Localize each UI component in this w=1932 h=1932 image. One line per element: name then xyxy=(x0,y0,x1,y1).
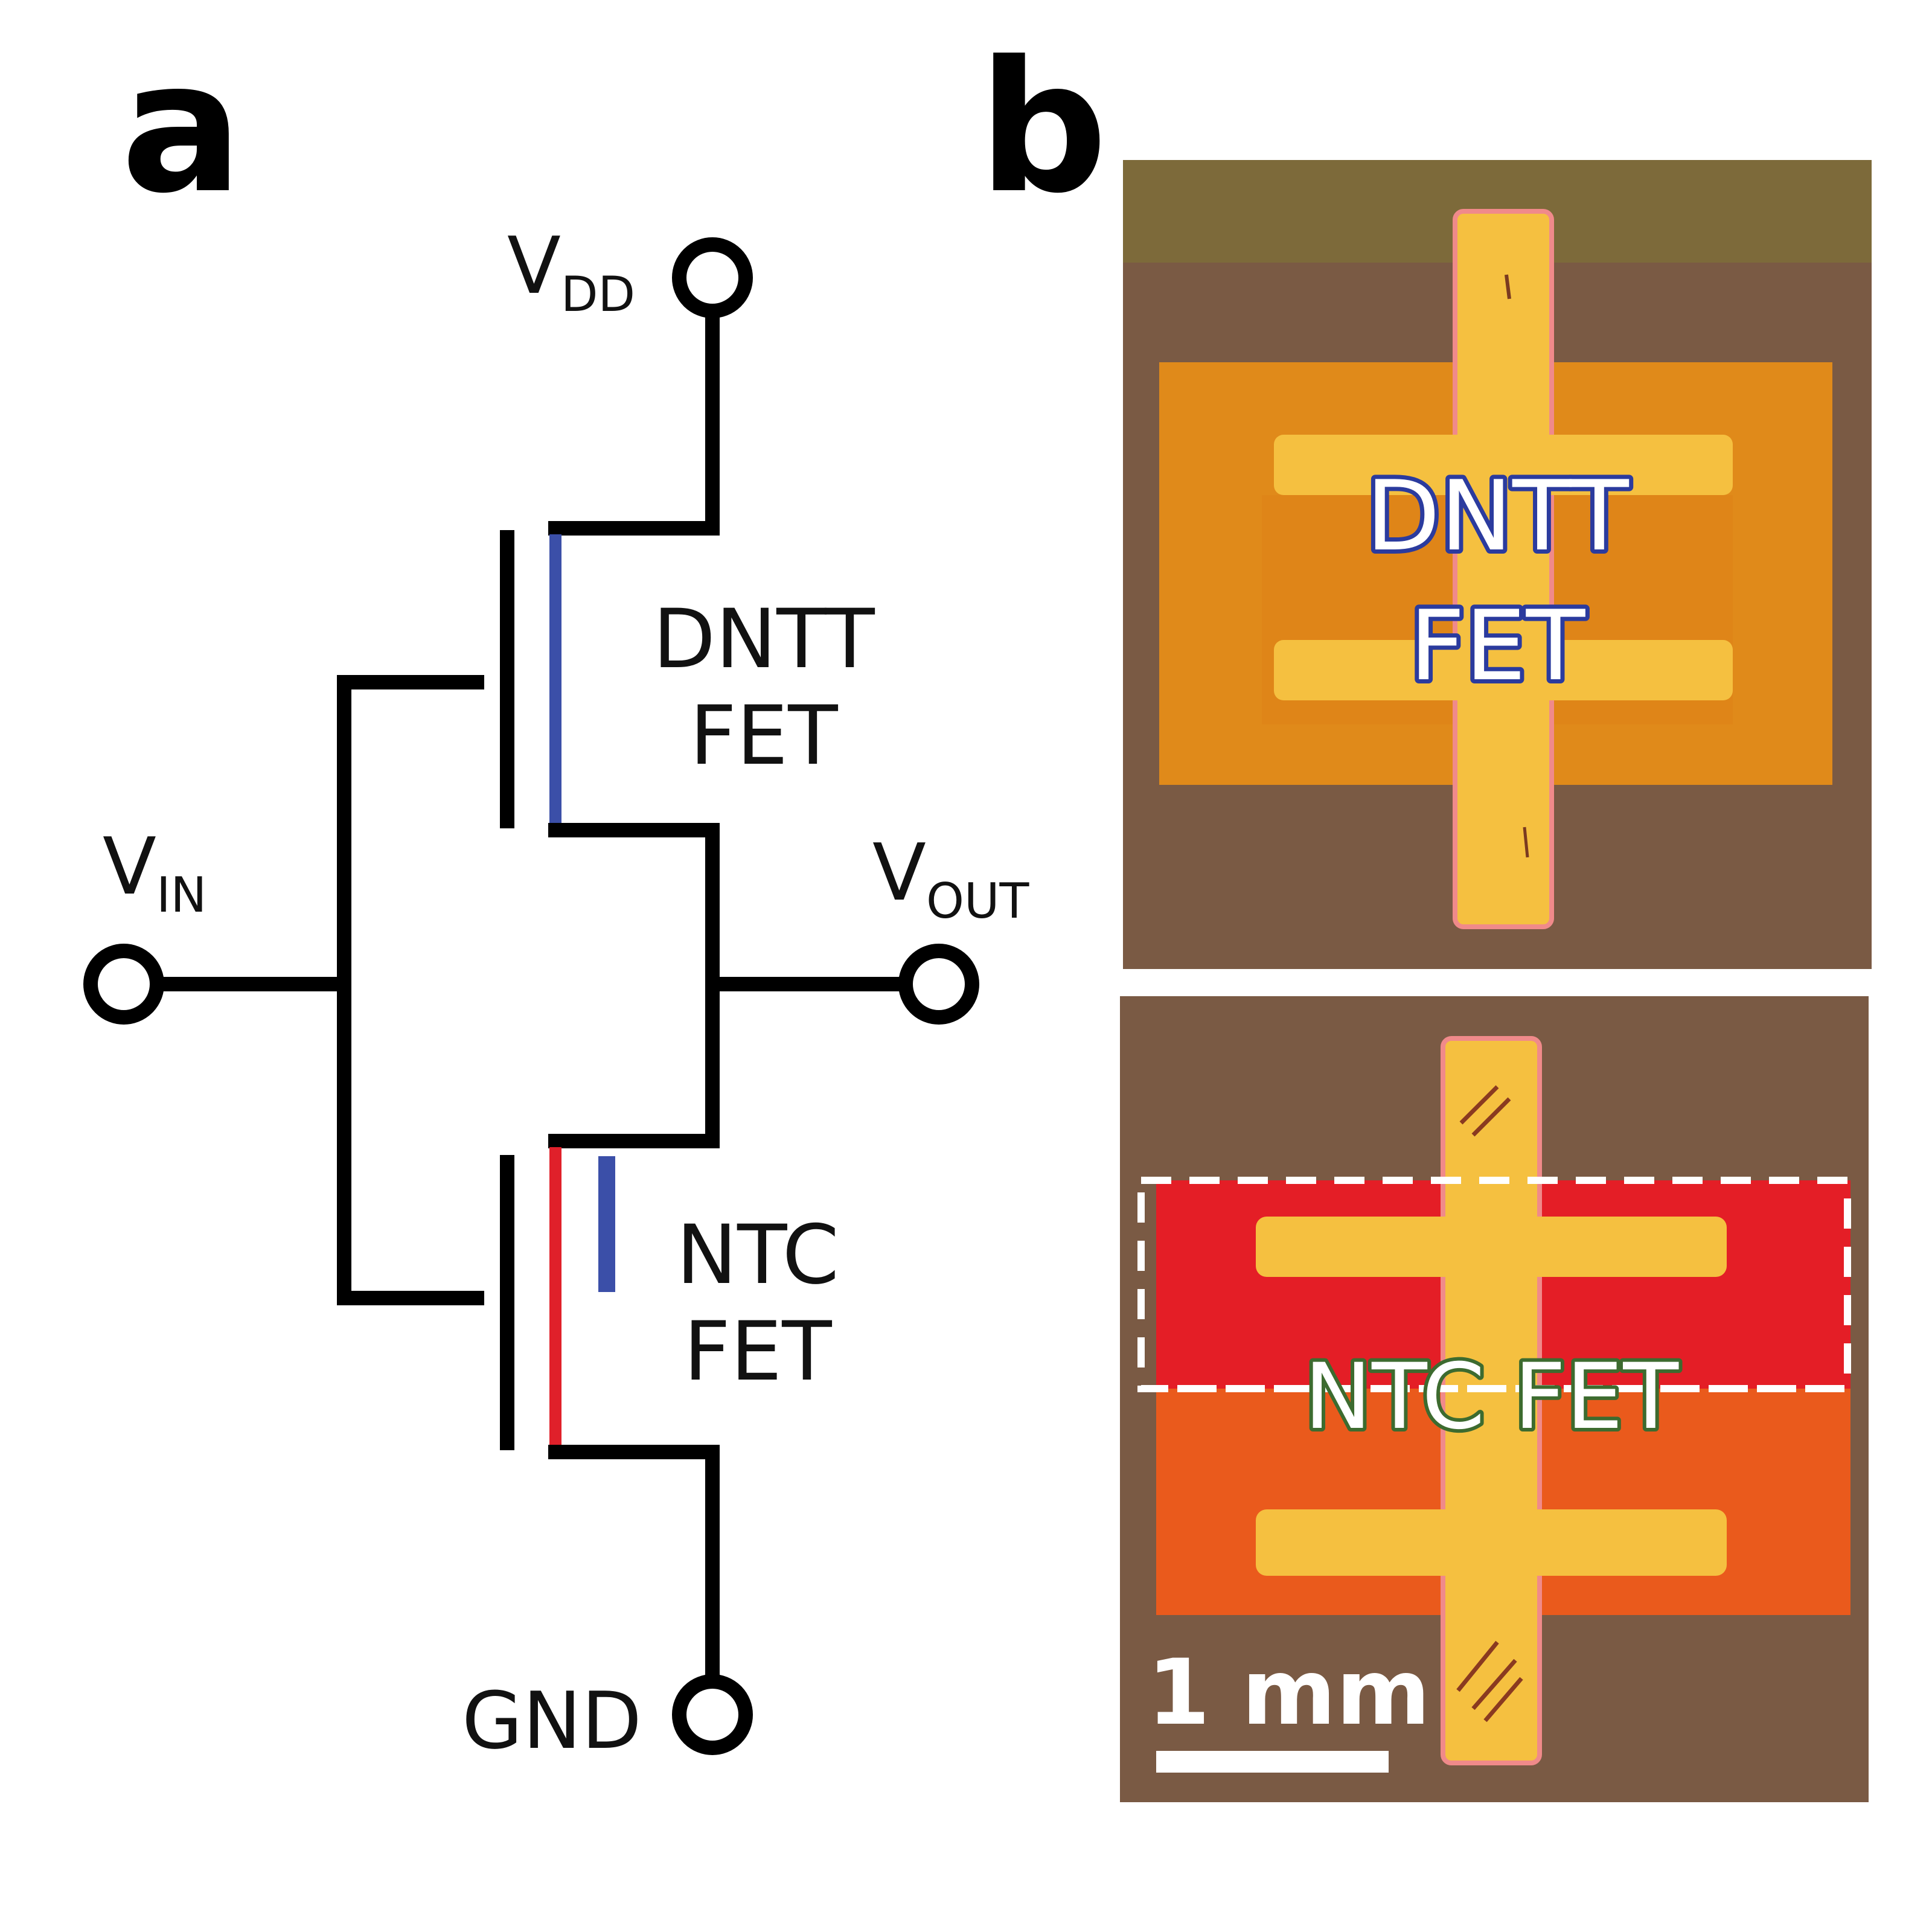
scale-bar xyxy=(1156,1751,1389,1773)
dntt-drain-electrode xyxy=(1274,640,1733,700)
gnd-wire xyxy=(548,1445,720,1692)
ntc-fet-photo: NTC FET 1 mm xyxy=(1120,996,1869,1802)
vout-label: VOUT xyxy=(872,827,1029,929)
dntt-fet-photo: DNTT FET xyxy=(1123,160,1872,969)
top-device-label-line2: FET xyxy=(689,688,838,783)
vout-terminal xyxy=(898,944,979,1025)
gnd-terminal xyxy=(672,1674,753,1755)
ntc-photo-label: NTC FET xyxy=(1304,1345,1680,1450)
vdd-label: VDD xyxy=(507,220,635,322)
ntc-source-electrode xyxy=(1256,1217,1727,1277)
vdd-wire xyxy=(548,277,720,536)
panel-a-label: a xyxy=(121,22,243,233)
output-wire xyxy=(548,823,720,1148)
ntc-drain-electrode xyxy=(1256,1509,1727,1576)
top-device-label-line1: DNTT xyxy=(653,592,875,686)
vin-label: VIN xyxy=(103,820,206,923)
dntt-photo-label-line1: DNTT xyxy=(1366,459,1630,572)
scale-bar-label: 1 mm xyxy=(1147,1640,1430,1745)
gnd-label: GND xyxy=(462,1675,642,1767)
dntt-source-electrode xyxy=(1274,435,1733,495)
vin-terminal xyxy=(83,944,164,1025)
panel-b-label: b xyxy=(978,22,1108,233)
dntt-photo-label-line2: FET xyxy=(1410,589,1586,702)
bottom-device-label-line2: FET xyxy=(683,1304,832,1399)
bottom-device-label-line1: NTC xyxy=(676,1208,839,1302)
dntt-gate-electrode xyxy=(1453,209,1554,929)
vdd-terminal xyxy=(672,237,753,318)
gate-bus xyxy=(337,675,484,1305)
inverter-circuit: VDD VIN VOUT GND DNTT FET NTC FET xyxy=(83,220,1029,1767)
